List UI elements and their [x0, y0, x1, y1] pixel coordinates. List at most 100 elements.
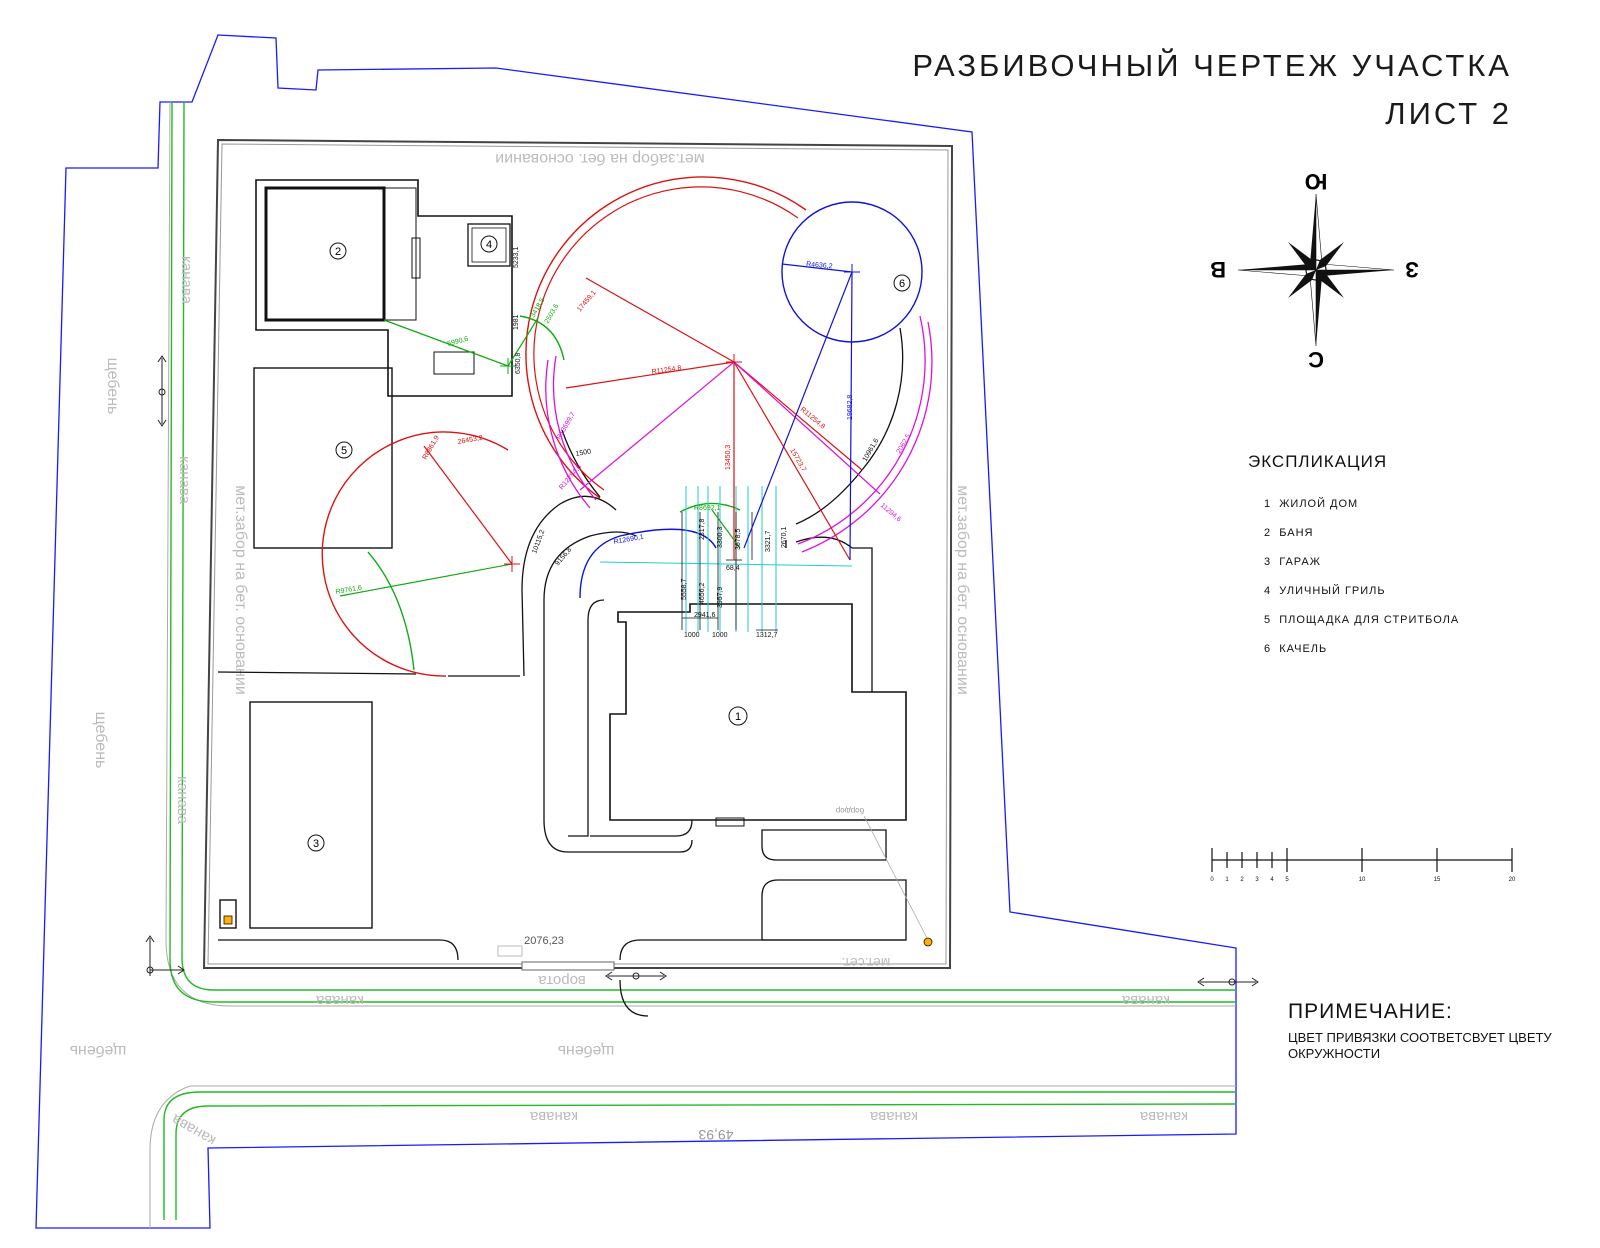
scale-tick: 10 — [1359, 877, 1366, 883]
marker-arrows — [145, 355, 1259, 987]
legend-item: 3 ГАРАЖ — [1264, 556, 1321, 568]
ditch-label: канава — [174, 776, 191, 825]
gutter-label: бордюр — [835, 806, 864, 815]
center-markers — [504, 354, 742, 572]
label-bath: 2 — [335, 246, 341, 258]
arc-magenta — [801, 321, 933, 553]
dim-label: 3321,7 — [765, 530, 772, 552]
dim-lines-black — [681, 512, 778, 631]
radial-lines-magenta — [579, 361, 881, 495]
path-edge — [543, 531, 637, 820]
scale-tick: 20 — [1509, 877, 1516, 883]
dim-label: 3957,9 — [717, 586, 724, 608]
path-edge — [543, 819, 693, 853]
fence-label-top: мет.забор на бет. основании — [495, 150, 705, 167]
radial-lines-red — [423, 277, 863, 565]
path-edge — [795, 536, 853, 549]
ditch-label: канава — [529, 1108, 578, 1125]
site-fence — [207, 143, 949, 965]
dim-label: 1981 — [513, 314, 520, 330]
grill: 4 — [433, 223, 511, 375]
site-fence — [202, 138, 954, 969]
dim-label: 2503,6 — [544, 303, 561, 325]
fence-label-left: мет.забор на бет. основании — [232, 485, 249, 695]
ditch-label: канава — [178, 256, 195, 305]
legend-title: ЭКСПЛИКАЦИЯ — [1248, 452, 1388, 471]
ditch-label: канава — [176, 456, 193, 505]
width-label: 2076,23 — [524, 935, 564, 947]
label-swing: 6 — [899, 278, 905, 290]
radial-lines-green — [339, 317, 741, 597]
compass-west: В — [1210, 257, 1226, 282]
gravel-label: щебень — [558, 1042, 615, 1059]
dim-label: 13450,3 — [725, 445, 732, 470]
arc-black — [861, 327, 904, 471]
path-edge — [619, 939, 906, 961]
ditch-line — [169, 101, 1236, 1003]
road-edge — [149, 1085, 191, 1228]
scale-tick: 4 — [1270, 877, 1274, 883]
garage: 3 — [219, 701, 373, 929]
dim-label: 1000 — [712, 632, 728, 639]
legend-item: 1 ЖИЛОЙ ДОМ — [1264, 498, 1359, 510]
dim-label: 5990,6 — [447, 336, 470, 348]
label-grill: 4 — [486, 239, 492, 251]
dim-label: R11254,8 — [799, 406, 826, 431]
dim-label: 2317,8 — [699, 518, 706, 540]
dim-label: 2062,5 — [896, 433, 913, 455]
radial-lines-blue — [743, 263, 853, 561]
ditch-line — [163, 1091, 1236, 1220]
arc-black — [795, 469, 863, 525]
bath-building: 2 — [255, 179, 513, 397]
dim-label: 19682,8 — [847, 395, 854, 420]
streetball-court: 5 — [253, 367, 393, 549]
scale-tick: 2 — [1240, 877, 1244, 883]
arc-black — [561, 429, 601, 498]
road-edge — [165, 101, 1236, 1007]
house: 1 — [609, 603, 907, 827]
ditch-line — [175, 1103, 1237, 1220]
dim-label: 17459,1 — [576, 289, 598, 313]
arc-magenta — [797, 315, 926, 545]
dim-label: 11294,6 — [879, 502, 903, 523]
dim-label: 9156,8 — [554, 546, 573, 567]
path-edge — [852, 547, 873, 692]
legend-item: 2 БАНЯ — [1264, 527, 1314, 539]
gate — [521, 961, 615, 971]
path-edge — [619, 979, 649, 1017]
ditch-label: канава — [869, 1108, 918, 1125]
compass-rose-icon — [1237, 193, 1395, 347]
gate-label-box — [497, 945, 523, 957]
circle-red-inner — [533, 186, 799, 491]
label-court: 5 — [341, 445, 347, 457]
hydrant-icon — [923, 937, 933, 947]
path-edge — [590, 819, 693, 837]
dim-label: 1312,7 — [756, 632, 778, 639]
legend-item: 4 УЛИЧНЫЙ ГРИЛЬ — [1264, 585, 1386, 597]
ditch-label: канава — [1139, 1108, 1188, 1125]
scale-bar — [1211, 848, 1513, 872]
lawn-border — [217, 671, 520, 677]
dim-label: 3678,5 — [735, 528, 742, 550]
arc-magenta — [545, 359, 591, 509]
label-garage: 3 — [313, 838, 319, 850]
dim-label: R8692,1 — [694, 505, 721, 512]
legend-item: 6 КАЧЕЛЬ — [1264, 643, 1328, 655]
scale-tick: 3 — [1255, 877, 1259, 883]
arc-blue — [579, 528, 717, 599]
scale-tick: 15 — [1434, 877, 1441, 883]
compass-north: Ю — [1305, 169, 1328, 194]
label-house: 1 — [735, 711, 741, 723]
fence-label-right: мет.забор на бет. основании — [954, 485, 971, 695]
gravel-label: ворота — [538, 972, 586, 989]
width-label: 49,93 — [698, 1127, 733, 1143]
dim-label: 6350,8 — [515, 352, 522, 374]
circle-red-left — [321, 431, 509, 677]
path-edge — [761, 829, 887, 861]
dim-label: 1500 — [575, 448, 592, 458]
scale-tick: 1 — [1225, 877, 1229, 883]
scale-tick: 5 — [1285, 877, 1289, 883]
cyan-grid — [599, 486, 853, 632]
sheet-number: ЛИСТ 2 — [1385, 96, 1512, 131]
gravel-label: щебень — [70, 1042, 127, 1059]
